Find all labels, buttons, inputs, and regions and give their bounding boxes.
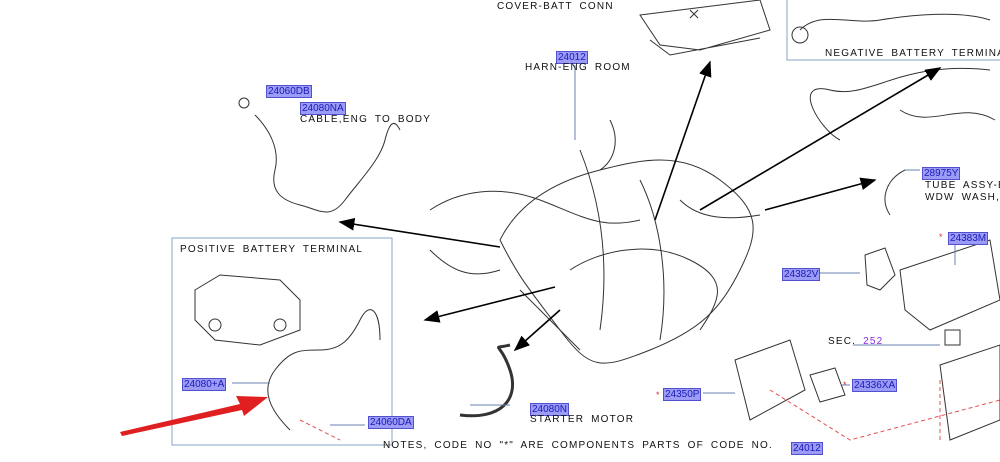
negative-terminal-frame: [786, 0, 1000, 61]
relay-part: [809, 367, 846, 403]
sec-number-link[interactable]: 252: [863, 336, 884, 347]
part-code-24080na[interactable]: 24080NA: [300, 102, 346, 115]
component-star-marker: *: [656, 390, 660, 400]
sec-label: SEC. 252: [828, 336, 883, 347]
red-pointer-arrow: [120, 396, 268, 436]
starter-motor-label: STARTER MOTOR: [530, 414, 635, 425]
positive-cable-part: [267, 309, 381, 431]
part-code-24060db[interactable]: 24060DB: [266, 85, 312, 98]
positive-battery-terminal-label: POSITIVE BATTERY TERMINAL: [180, 244, 364, 255]
part-code-24080n[interactable]: 24080N: [530, 403, 570, 416]
part-code-24012-box[interactable]: 24012: [791, 442, 823, 455]
sec-text: SEC.: [828, 336, 857, 347]
negative-battery-terminal-label: NEGATIVE BATTERY TERMINAL: [825, 48, 1000, 59]
callout-arrow: [338, 217, 501, 248]
part-code-24382v[interactable]: 24382V: [782, 268, 821, 281]
tube-assy-label: TUBE ASSY-BA: [925, 180, 1000, 191]
part-code-24383m[interactable]: 24383M: [948, 232, 989, 245]
callout-arrow: [513, 309, 561, 352]
battery-cover-part: [639, 0, 771, 56]
negative-cable-part: [799, 13, 991, 31]
positive-terminal-part: [194, 274, 301, 346]
callout-arrow: [654, 60, 712, 221]
part-code-24336xa[interactable]: 24336XA: [852, 379, 898, 392]
part-code-24080a[interactable]: 24080+A: [182, 378, 227, 391]
wdw-wash-label: WDW WASH,: [925, 192, 1000, 203]
starter-cable-part: [459, 343, 515, 418]
part-code-24060da[interactable]: 24060DA: [368, 416, 414, 429]
part-code-24350p[interactable]: 24350P: [663, 388, 702, 401]
engine-harness-part: [429, 119, 761, 364]
callout-arrow: [423, 286, 556, 323]
cover-batt-conn-label: COVER-BATT CONN: [497, 1, 614, 12]
notes-text: NOTES, CODE NO "*" ARE COMPONENTS PARTS …: [383, 440, 773, 451]
component-star-marker: *: [843, 380, 847, 390]
cable-eng-to-body-label: CABLE,ENG TO BODY: [300, 114, 432, 125]
engine-body-cable-part: [254, 114, 401, 213]
part-code-28975y[interactable]: 28975Y: [922, 167, 961, 180]
callout-arrow: [699, 67, 942, 211]
fuse-block-part: [899, 239, 1000, 331]
washer-tube-part: [884, 169, 906, 216]
component-star-marker: *: [939, 232, 943, 242]
harn-eng-room-label: HARN-ENG ROOM: [525, 62, 631, 73]
positive-terminal-frame: [171, 237, 393, 446]
relay-cover-part: [864, 247, 896, 291]
relay-box-part: [734, 339, 806, 421]
part-code-24012-harness[interactable]: 24012: [556, 51, 588, 64]
callout-arrow: [764, 177, 877, 211]
